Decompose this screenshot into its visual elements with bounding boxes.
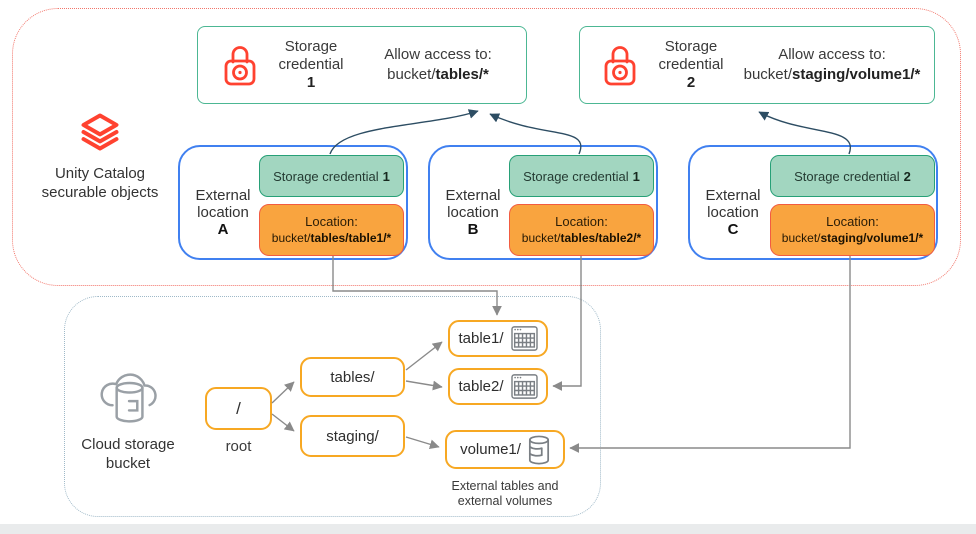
credential-2-path-bold: staging/volume1/*: [792, 66, 921, 83]
credential-2-allow: Allow access to: bucket/staging/volume1/…: [738, 45, 926, 85]
folder-node-staging: staging/: [300, 415, 405, 457]
leaf-node-table1: table1/: [448, 320, 548, 357]
location-c-cred-name: Storage credential: [794, 168, 900, 184]
unity-catalog-label-group: Unity Catalog securable objects: [20, 112, 180, 202]
cloud-storage-title: Cloud storage bucket: [60, 435, 196, 473]
volume1-label: volume1/: [460, 441, 521, 458]
credential-2-name-text: Storage credential: [658, 38, 724, 73]
leaf-node-table2: table2/: [448, 368, 548, 405]
location-c-loc-label: Location:: [826, 214, 879, 229]
location-c-loc-prefix: bucket/: [781, 231, 821, 245]
location-b-loc-bold: tables/table2/*: [560, 231, 642, 245]
location-a-loc-bold: tables/table1/*: [310, 231, 392, 245]
credential-1-number: 1: [306, 74, 316, 91]
credential-1-name: Storage credential 1: [264, 38, 358, 92]
credential-2-allow-label: Allow access to:: [778, 46, 886, 63]
location-b-loc-label: Location:: [555, 214, 608, 229]
leaves-caption-line2: external volumes: [457, 494, 553, 508]
unity-title-line2: securable objects: [41, 184, 159, 201]
location-b-cred-name: Storage credential: [523, 168, 629, 184]
location-b-letter: B: [467, 221, 479, 238]
page-bottom-bar: [0, 524, 976, 534]
credential-1-path-prefix: bucket/: [387, 66, 436, 83]
root-caption: root: [205, 439, 272, 455]
credential-2-path-prefix: bucket/: [743, 66, 792, 83]
storage-credential-1-box: Storage credential 1 Allow access to: bu…: [197, 26, 527, 104]
location-c-letter: C: [727, 221, 739, 238]
external-location-b-label: External location B: [437, 187, 509, 238]
table2-label: table2/: [458, 378, 504, 395]
folder-staging-label: staging/: [326, 427, 379, 445]
root-node-label: /: [236, 398, 241, 418]
location-a-cred-num: 1: [382, 168, 390, 184]
unity-catalog-title: Unity Catalog securable objects: [20, 164, 180, 202]
external-location-a-label: External location A: [187, 187, 259, 238]
location-a-cred-name: Storage credential: [273, 168, 379, 184]
credential-2-name: Storage credential 2: [644, 38, 738, 92]
leaves-caption-line1: External tables and: [451, 479, 559, 493]
cloud-storage-icon: [100, 373, 157, 423]
location-c-word2: location: [707, 204, 759, 221]
volume-icon: [528, 435, 549, 464]
cloud-title-line2: bucket: [105, 455, 151, 472]
folder-node-tables: tables/: [300, 357, 405, 397]
root-caption-text: root: [225, 438, 252, 455]
location-b-path-chip: Location: bucket/tables/table2/*: [509, 204, 654, 256]
databricks-logo-icon: [81, 113, 119, 151]
credential-2-path: bucket/staging/volume1/*: [738, 65, 926, 85]
location-c-loc-path: bucket/staging/volume1/*: [782, 230, 923, 246]
table-icon: [510, 326, 538, 351]
table-icon: [510, 374, 538, 399]
credential-1-allow: Allow access to: bucket/tables/*: [358, 45, 518, 85]
location-c-cred-num: 2: [903, 168, 911, 184]
lock-icon: [224, 46, 256, 86]
external-location-c-label: External location C: [697, 187, 769, 238]
credential-1-path: bucket/tables/*: [358, 65, 518, 85]
cloud-storage-label-group: Cloud storage bucket: [60, 362, 196, 473]
location-a-path-chip: Location: bucket/tables/table1/*: [259, 204, 404, 256]
credential-1-allow-label: Allow access to:: [384, 46, 492, 63]
credential-2-number: 2: [686, 74, 696, 91]
lock-icon: [604, 46, 636, 86]
location-c-word1: External: [705, 187, 761, 204]
location-a-word1: External: [195, 187, 251, 204]
folder-tables-label: tables/: [330, 368, 375, 386]
location-a-letter: A: [217, 221, 229, 238]
table1-label: table1/: [458, 330, 504, 347]
root-node: /: [205, 387, 272, 430]
location-b-loc-prefix: bucket/: [521, 231, 561, 245]
location-a-loc-path: bucket/tables/table1/*: [272, 230, 391, 246]
storage-credential-2-box: Storage credential 2 Allow access to: bu…: [579, 26, 935, 104]
cloud-title-line1: Cloud storage: [81, 436, 175, 453]
unity-title-line1: Unity Catalog: [54, 165, 146, 182]
location-b-loc-path: bucket/tables/table2/*: [522, 230, 641, 246]
leaves-caption: External tables and external volumes: [430, 479, 580, 509]
location-a-word2: location: [197, 204, 249, 221]
location-b-word2: location: [447, 204, 499, 221]
leaf-node-volume1: volume1/: [445, 430, 565, 469]
location-a-loc-prefix: bucket/: [271, 231, 311, 245]
location-a-loc-label: Location:: [305, 214, 358, 229]
location-c-path-chip: Location: bucket/staging/volume1/*: [770, 204, 935, 256]
credential-1-name-text: Storage credential: [278, 38, 344, 73]
location-c-loc-bold: staging/volume1/*: [820, 231, 924, 245]
location-b-word1: External: [445, 187, 501, 204]
credential-1-path-bold: tables/*: [435, 66, 489, 83]
location-b-cred-num: 1: [632, 168, 640, 184]
